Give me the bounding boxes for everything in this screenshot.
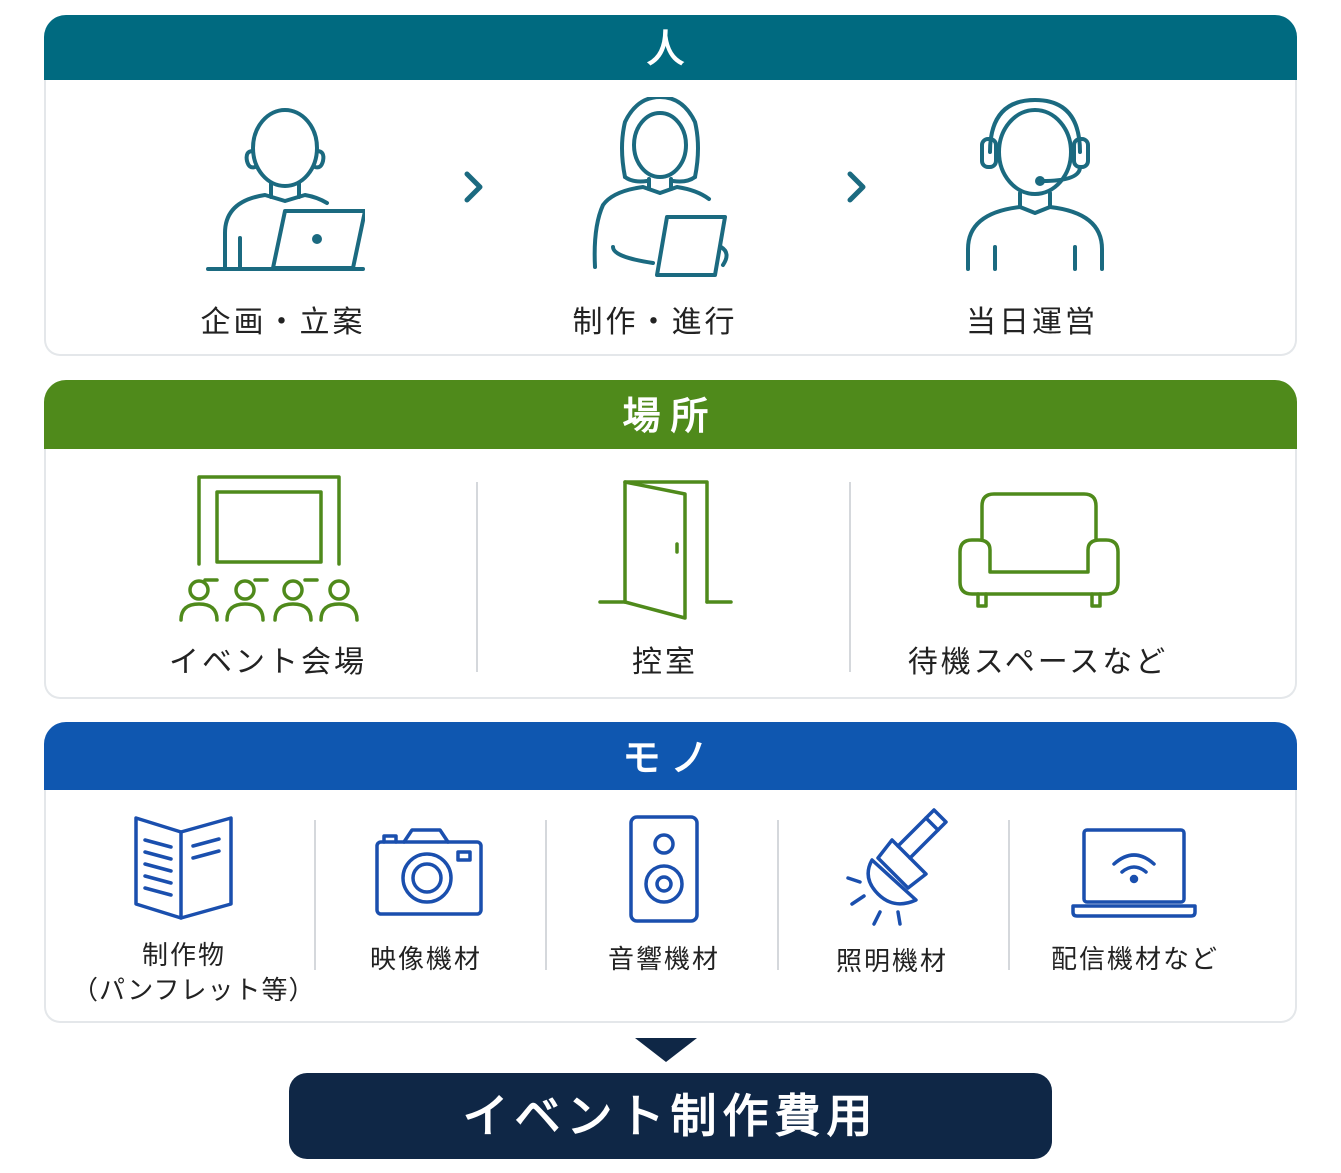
people-header: 人 [44, 15, 1297, 80]
door-icon [598, 480, 733, 620]
things-divider-4 [1008, 820, 1010, 970]
things-divider-2 [545, 820, 547, 970]
spotlight-icon [846, 808, 948, 926]
place-title: 場所 [622, 394, 719, 438]
planner-laptop-icon [206, 108, 365, 271]
things-item-streaming-equipment: 配信機材など [1050, 945, 1219, 975]
things-item-audio-equipment: 音響機材 [607, 945, 720, 975]
people-item-operation: 当日運営 [966, 305, 1098, 340]
things-title: モノ [622, 736, 719, 780]
sofa-icon [958, 492, 1120, 608]
event-production-cost-box: イベント制作費用 [289, 1073, 1052, 1159]
place-item-waiting-space: 待機スペースなど [907, 645, 1169, 680]
people-item-production: 制作・進行 [572, 305, 738, 340]
down-arrow-icon [635, 1038, 697, 1062]
laptop-wifi-icon [1071, 828, 1197, 918]
event-production-cost-label: イベント制作費用 [462, 1089, 879, 1143]
people-title: 人 [646, 27, 695, 71]
chevron-right-icon [464, 171, 483, 203]
woman-tablet-icon [592, 97, 729, 277]
headset-operator-icon [966, 98, 1104, 271]
things-item-lighting-equipment: 照明機材 [835, 947, 948, 977]
things-item-printed-matter: 制作物 [141, 941, 226, 971]
place-item-green-room: 控室 [632, 645, 698, 680]
things-item-video-equipment: 映像機材 [369, 945, 482, 975]
pamphlet-icon [134, 816, 233, 920]
place-divider-1 [476, 482, 478, 672]
place-header: 場所 [44, 380, 1297, 449]
venue-screen-audience-icon [179, 475, 359, 622]
place-divider-2 [849, 482, 851, 672]
things-item-printed-matter-note: （パンフレット等） [72, 976, 316, 1006]
things-divider-3 [777, 820, 779, 970]
camera-icon [375, 828, 483, 916]
speaker-icon [629, 815, 699, 923]
place-item-venue: イベント会場 [169, 645, 367, 680]
things-divider-1 [314, 820, 316, 970]
people-item-planning: 企画・立案 [200, 305, 366, 340]
chevron-right-icon [847, 171, 866, 203]
things-header: モノ [44, 722, 1297, 790]
